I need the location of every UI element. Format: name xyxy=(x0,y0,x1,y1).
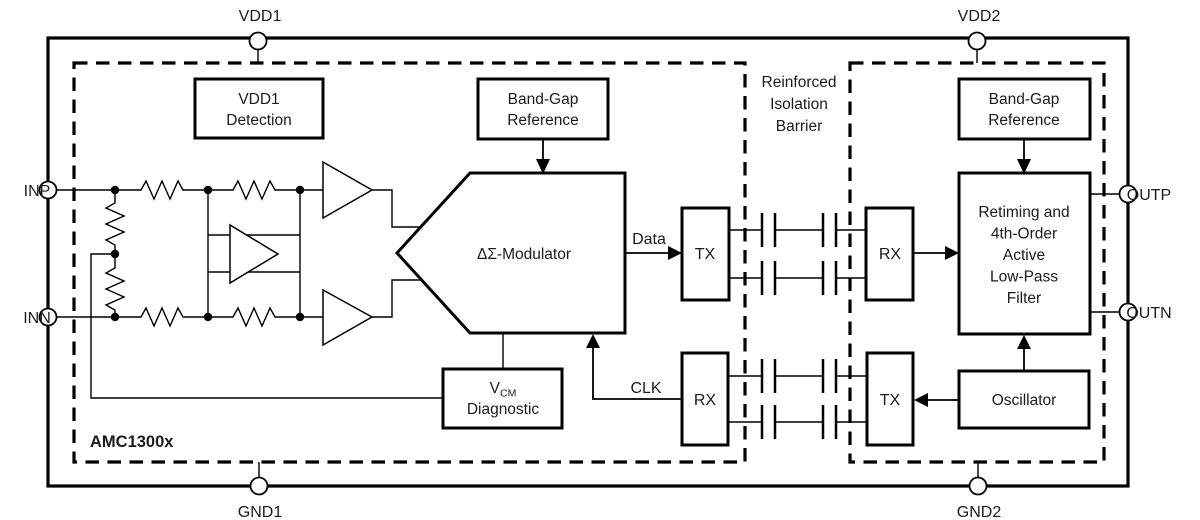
modulator-label: ΔΣ-Modulator xyxy=(477,246,571,263)
amp-bottom-output-wire xyxy=(372,279,421,318)
vcm-label-line2: Diagnostic xyxy=(467,401,540,418)
gnd2-pin-icon xyxy=(968,476,988,496)
buffer-amp-top-icon xyxy=(322,160,374,220)
outn-pin-label: OUTN xyxy=(1126,305,1171,322)
outp-pin-label: OUTP xyxy=(1127,187,1171,204)
inn-pin-icon xyxy=(38,307,58,327)
gnd1-pin-icon xyxy=(249,476,269,496)
resistor-divider-bottom xyxy=(104,254,126,317)
resistor-inp-1 xyxy=(115,179,208,201)
chip-outline xyxy=(46,36,1130,488)
isolation-caption-line3: Barrier xyxy=(776,118,823,135)
filter-label-line5: Filter xyxy=(1007,290,1041,307)
rx-data-label: RX xyxy=(879,246,902,263)
junction-dot xyxy=(110,249,120,259)
pin-inn: INN xyxy=(23,307,58,327)
outn-pin-icon xyxy=(1118,302,1138,322)
clk-signal-label: CLK xyxy=(630,380,661,397)
tx-data-block xyxy=(680,206,731,302)
arrow-up-icon xyxy=(1017,335,1031,349)
data-channel: Data TX RX xyxy=(625,206,959,302)
bandgap-left-label-line2: Reference xyxy=(507,112,579,129)
arrow-right-icon xyxy=(668,246,682,260)
bandgap-left-label-line1: Band-Gap xyxy=(508,91,579,108)
outp-pin-icon xyxy=(1118,184,1138,204)
clk-arrow-wire xyxy=(592,348,682,400)
vdd2-pin-icon xyxy=(967,31,987,51)
filter-label-line3: Active xyxy=(1003,247,1045,264)
isolation-caption-line1: Reinforced xyxy=(762,74,837,91)
junction-dot xyxy=(110,312,120,322)
inp-pin-label: INP xyxy=(24,183,51,200)
arrow-up-icon xyxy=(586,334,600,348)
amp-top-output-wire xyxy=(372,189,421,228)
filter-label-line4: Low-Pass xyxy=(990,269,1058,286)
vcm-diagnostic-block: VCM Diagnostic xyxy=(441,367,564,430)
common-mode-amp-icon xyxy=(229,223,280,285)
bandgap-reference-right-block: Band-Gap Reference xyxy=(957,77,1092,174)
oscillator-block: Oscillator xyxy=(914,335,1091,430)
high-side-dashed-boundary xyxy=(72,61,747,464)
rx-clk-block xyxy=(680,351,730,447)
vdd1-pin-icon xyxy=(248,31,268,51)
bandgap-reference-left-block: Band-Gap Reference xyxy=(476,77,610,174)
gnd2-pin-label: GND2 xyxy=(957,504,1002,520)
filter-block: Retiming and 4th-Order Active Low-Pass F… xyxy=(957,171,1092,336)
low-side-dashed-boundary xyxy=(848,61,1106,464)
isolation-caption-line2: Isolation xyxy=(770,96,828,113)
junction-dot xyxy=(295,185,305,195)
tx-data-label: TX xyxy=(695,246,716,263)
pin-outp: OUTP xyxy=(1118,184,1171,204)
vcm-tap-wire xyxy=(90,253,443,399)
pin-vdd2: VDD2 xyxy=(958,8,1001,63)
vdd1-pin-label: VDD1 xyxy=(239,8,282,25)
data-signal-label: Data xyxy=(632,231,666,248)
vdd1-detection-label-line2: Detection xyxy=(226,112,291,129)
bandgap-right-label-line2: Reference xyxy=(988,112,1060,129)
input-network xyxy=(56,160,443,399)
modulator-block xyxy=(394,171,627,335)
clock-channel: RX CLK TX xyxy=(586,334,915,447)
tx-clk-block xyxy=(865,351,915,447)
vdd1-detection-block: VDD1 Detection xyxy=(193,77,325,140)
inp-pin-icon xyxy=(38,180,58,200)
resistor-divider-top xyxy=(104,190,126,254)
resistor-inn-1 xyxy=(115,306,208,328)
pin-vdd1: VDD1 xyxy=(239,8,282,63)
resistor-inp-2 xyxy=(208,179,300,201)
arrow-down-icon xyxy=(1017,159,1031,174)
junction-dot xyxy=(110,185,120,195)
bandgap-right-label-line1: Band-Gap xyxy=(989,91,1060,108)
chip-name-label: AMC1300x xyxy=(90,433,174,451)
vdd1-detection-label-line1: VDD1 xyxy=(238,91,279,108)
junction-dot xyxy=(203,185,213,195)
pin-gnd2: GND2 xyxy=(957,462,1002,520)
arrow-left-icon xyxy=(914,393,928,407)
buffer-amp-bottom-icon xyxy=(322,288,374,347)
pin-outn: OUTN xyxy=(1118,302,1172,322)
inn-pin-label: INN xyxy=(23,310,51,327)
junction-dot xyxy=(295,312,305,322)
vcm-label: VCM xyxy=(490,380,517,400)
pin-gnd1: GND1 xyxy=(238,462,283,520)
isolation-barrier-caption: Reinforced Isolation Barrier xyxy=(762,74,837,135)
oscillator-label: Oscillator xyxy=(992,392,1057,409)
gnd1-pin-label: GND1 xyxy=(238,504,283,520)
pin-inp: INP xyxy=(24,180,58,200)
tx-clk-label: TX xyxy=(880,392,901,409)
vdd2-pin-label: VDD2 xyxy=(958,8,1001,25)
arrow-down-icon xyxy=(536,159,550,174)
arrow-right-icon xyxy=(945,246,959,260)
resistor-inn-2 xyxy=(208,306,300,328)
filter-label-line2: 4th-Order xyxy=(991,226,1057,243)
rx-data-block xyxy=(864,206,915,302)
filter-label-line1: Retiming and xyxy=(978,204,1069,221)
rx-clk-label: RX xyxy=(694,392,717,409)
junction-dot xyxy=(203,312,213,322)
